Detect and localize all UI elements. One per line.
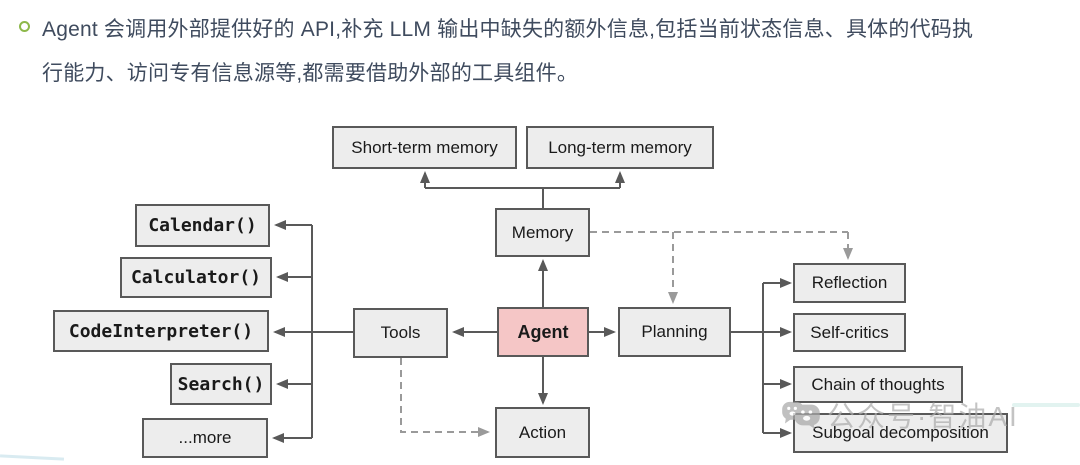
node-calculator: Calculator() [120,257,272,298]
node-long-term-memory: Long-term memory [526,126,714,169]
node-chain-of-thoughts: Chain of thoughts [793,366,963,403]
node-reflection: Reflection [793,263,906,303]
node-action: Action [495,407,590,458]
node-search: Search() [170,363,272,405]
node-subgoal-decomposition: Subgoal decomposition [793,413,1008,453]
node-code-interpreter: CodeInterpreter() [53,310,269,352]
node-agent: Agent [497,307,589,357]
note-text-line1: Agent 会调用外部提供好的 API,补充 LLM 输出中缺失的额外信息,包括… [42,18,974,41]
node-self-critics: Self-critics [793,313,906,352]
bullet-circle-icon [19,21,30,32]
node-tools: Tools [353,308,448,358]
node-planning: Planning [618,307,731,357]
node-memory: Memory [495,208,590,257]
node-short-term-memory: Short-term memory [332,126,517,169]
note-text-line2: 行能力、访问专有信息源等,都需要借助外部的工具组件。 [42,62,579,85]
artifact-line-top-right [1012,403,1080,407]
node-more: ...more [142,418,268,458]
node-calendar: Calendar() [135,204,270,247]
